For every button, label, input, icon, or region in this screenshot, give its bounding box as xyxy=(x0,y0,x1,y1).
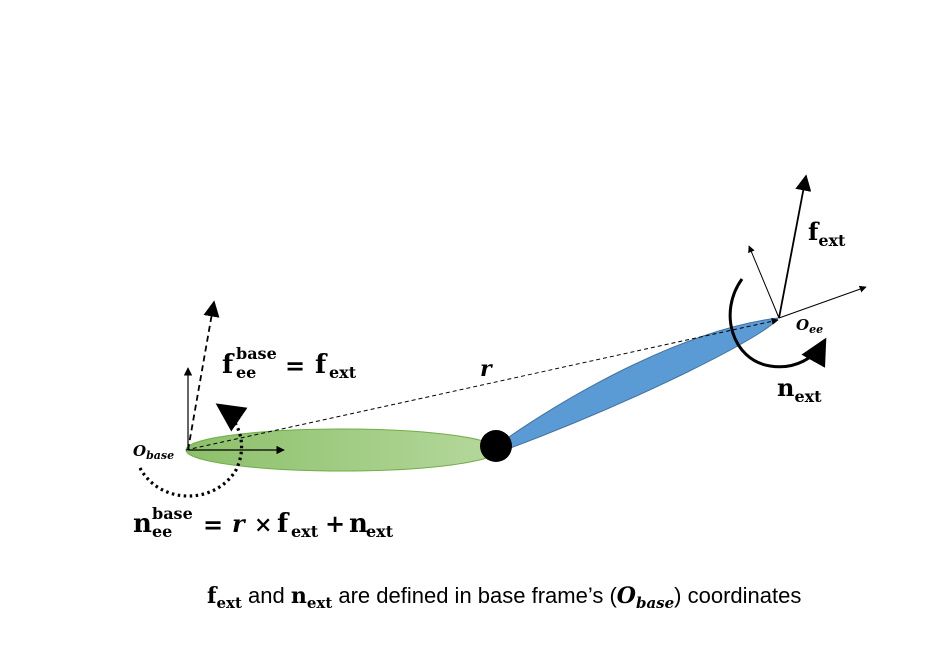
f-ee-base-equation: f base ee = f ext xyxy=(222,344,357,382)
n-ee-base-arc xyxy=(138,403,248,498)
svg-text:ext: ext xyxy=(366,522,394,541)
n-ext-arc xyxy=(728,278,827,369)
svg-text:n: n xyxy=(133,509,152,539)
svg-text:f: f xyxy=(277,509,290,539)
ee-y-axis xyxy=(748,245,780,319)
o-base-label: Obase xyxy=(133,442,174,462)
f-ext-arrow xyxy=(778,174,812,319)
r-label: r xyxy=(480,356,493,382)
svg-text:base: base xyxy=(152,504,193,523)
r-vector xyxy=(185,317,779,451)
svg-text:=: = xyxy=(203,510,223,539)
f-ext-label: fext xyxy=(808,217,846,250)
caption: fext and next are defined in base frame’… xyxy=(207,583,801,612)
svg-text:f: f xyxy=(222,350,235,380)
svg-text:f: f xyxy=(315,350,328,380)
n-ee-base-equation: n base ee = r × f ext + n ext xyxy=(133,504,394,541)
f-ee-base-arrow xyxy=(187,300,220,451)
svg-text:ee: ee xyxy=(236,363,256,382)
o-ee-label: Oee xyxy=(796,316,823,336)
svg-text:base: base xyxy=(236,344,277,363)
svg-text:n: n xyxy=(349,509,368,539)
joint xyxy=(480,430,512,462)
svg-text:ee: ee xyxy=(152,522,172,541)
ee-x-axis xyxy=(778,285,867,319)
svg-text:+: + xyxy=(325,509,345,538)
n-ext-label: next xyxy=(777,373,822,406)
svg-text:ext: ext xyxy=(291,522,319,541)
svg-text:ext: ext xyxy=(329,363,357,382)
svg-text:r: r xyxy=(232,509,247,538)
svg-text:×: × xyxy=(254,512,272,538)
svg-text:=: = xyxy=(285,351,305,380)
